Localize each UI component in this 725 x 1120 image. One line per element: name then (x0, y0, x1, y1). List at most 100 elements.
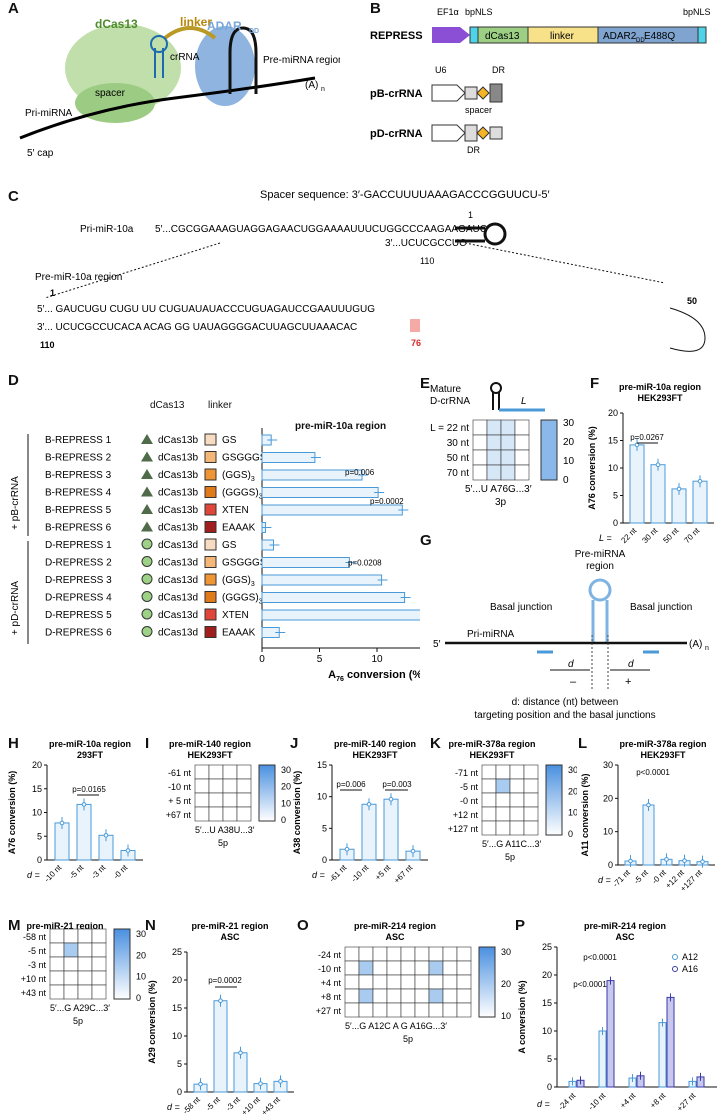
svg-text:76: 76 (411, 338, 421, 348)
d-bar (261, 487, 379, 498)
bar-title2: ASC (220, 932, 240, 942)
bar-a16 (666, 996, 675, 1088)
heat-sub: 5p (218, 838, 228, 848)
bar (213, 1000, 228, 1093)
heat-row-label: -5 nt (28, 946, 47, 956)
heat-scale-bar (478, 946, 496, 1018)
svg-text:U6: U6 (435, 65, 447, 75)
heat-scale-label: 30 (136, 929, 146, 939)
bar-point (697, 478, 703, 484)
heat-cell (344, 946, 360, 962)
d-tick-label: 0 (259, 654, 265, 665)
heat-cell (442, 1002, 458, 1018)
panel-label-l: L (578, 735, 588, 752)
bar-cat-label: +10 nt (240, 1095, 263, 1117)
svg-text:ADAR2: ADAR2 (603, 31, 637, 42)
bar-point (125, 848, 131, 853)
heat-cell (400, 974, 416, 990)
bar-dpre: d = (167, 1102, 180, 1112)
d-linker-swatch (204, 573, 217, 586)
heat-cell (386, 988, 402, 1004)
svg-text:DR: DR (467, 145, 480, 155)
d-linker-swatch (204, 521, 217, 533)
heat-cell (194, 778, 210, 794)
bar-tick-label: 5 (322, 823, 327, 833)
heat-cell (442, 988, 458, 1004)
p-legend-a16-marker (672, 966, 678, 972)
p-ylabel: A conversion (%) (517, 980, 527, 1053)
d-row-name: D-REPRESS 4 (45, 593, 112, 604)
heat-title1: pre-miR-21 region (26, 921, 103, 931)
heat-cell (428, 960, 444, 976)
d-linker-swatch (204, 608, 217, 621)
bar-tick-label: 10 (603, 827, 613, 837)
heat-cell (344, 1002, 360, 1018)
svg-text:Pre-miR-10a region: Pre-miR-10a region (35, 272, 122, 283)
adar-body (195, 26, 255, 106)
heat-cell (509, 820, 525, 836)
d-tri-marker (141, 451, 153, 462)
bar-point (103, 833, 109, 838)
heat-cell (523, 792, 539, 808)
label-polya: (A) (305, 80, 318, 91)
g-bj2: Basal junction (630, 602, 692, 613)
e-cell (472, 434, 488, 451)
bar-title2: HEK293FT (640, 750, 686, 760)
f-p: p=0.0267 (630, 433, 664, 442)
panel-label-k: K (430, 735, 441, 752)
d-tick-label: 10 (371, 654, 383, 665)
heat-cell (442, 974, 458, 990)
d-cas-label: dCas13b (158, 523, 198, 534)
heat-cell (456, 988, 472, 1004)
heat-cell (77, 942, 93, 958)
bar-tick-label: 0 (177, 1087, 182, 1097)
bar-cat-label: 30 nt (640, 526, 659, 545)
e-cell (486, 419, 502, 436)
panel-label-d: D (8, 372, 19, 389)
heat-cell (91, 942, 107, 958)
bar-tick-label: 20 (608, 408, 618, 418)
heat-cell (358, 974, 374, 990)
bar-tick-label: 30 (603, 760, 613, 770)
d-linker-label: (GGS)3 (222, 470, 255, 483)
d-linker-swatch (204, 626, 217, 638)
bar-cat-label: -10 nt (350, 863, 371, 884)
heat-cell (400, 988, 416, 1004)
heat-cell (481, 806, 497, 822)
p-cat-label: -10 nt (587, 1091, 608, 1112)
panel-label-n: N (145, 917, 156, 934)
heat-row-label: -10 nt (168, 782, 192, 792)
e-cell (486, 449, 502, 466)
heat-cell (523, 778, 539, 794)
panel-label-h: H (8, 735, 19, 752)
bar-ylabel: A29 conversion (%) (147, 980, 157, 1064)
heat-cell (428, 1002, 444, 1018)
g-note2: targeting position and the basal junctio… (474, 710, 655, 721)
bar-title1: pre-miR-10a region (619, 382, 701, 392)
bar-tick-label: 10 (172, 1031, 182, 1041)
heat-sub: 5p (505, 852, 515, 862)
heat-cell (63, 928, 79, 944)
svg-text:E488Q: E488Q (644, 31, 675, 42)
heat-cell (509, 792, 525, 808)
bar-point (366, 801, 372, 807)
heat-cell (414, 1002, 430, 1018)
d-linker-swatch (204, 486, 217, 498)
heat-cell (236, 806, 252, 822)
g-five: 5′ (433, 639, 441, 650)
p-cat-label: +8 nt (648, 1091, 668, 1111)
bar-point (258, 1081, 263, 1086)
d-circle-marker (141, 626, 153, 637)
e-cell (486, 464, 502, 481)
heat-row-label: -24 nt (318, 950, 342, 960)
h-p: p=0.0165 (72, 785, 106, 794)
d-row-name: B-REPRESS 6 (45, 523, 112, 534)
bar-tick-label: 5 (177, 1059, 182, 1069)
heat-cell (194, 764, 210, 780)
heat-cell (456, 1002, 472, 1018)
bar-tick-label: 20 (172, 975, 182, 985)
heat-seq: 5′...G A12C A G A16G...3′ (345, 1021, 447, 1031)
